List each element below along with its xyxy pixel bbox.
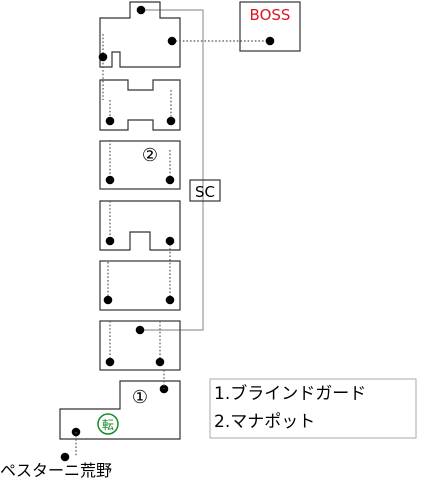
node	[165, 175, 175, 185]
legend-item-1: 1.ブラインドガード	[214, 383, 366, 404]
shortcut-label: SC	[195, 183, 215, 201]
legend-item-2: 2.マナポット	[214, 412, 315, 432]
node	[103, 295, 113, 305]
node	[105, 175, 115, 185]
legend	[209, 378, 417, 439]
node	[165, 236, 175, 246]
room-top	[99, 1, 181, 68]
node	[105, 116, 115, 126]
shortcut-box	[189, 179, 221, 202]
node	[155, 357, 165, 367]
boss-label: BOSS	[250, 6, 291, 24]
node	[167, 36, 177, 46]
node	[105, 357, 115, 367]
node	[165, 295, 175, 305]
node	[135, 325, 145, 335]
room-entrance	[59, 380, 181, 440]
room-floor-2	[99, 79, 181, 131]
node	[265, 36, 275, 46]
node	[105, 236, 115, 246]
warp-icon	[97, 413, 119, 435]
room-floor-6	[99, 320, 181, 371]
node	[60, 452, 70, 462]
room-floor-5	[99, 260, 181, 311]
start-location-label: ペスターニ荒野	[0, 461, 112, 480]
node	[136, 5, 146, 15]
node	[166, 116, 176, 126]
room-floor-3	[99, 140, 181, 190]
boss-room	[239, 1, 301, 52]
item-marker-1: ①	[132, 387, 148, 408]
room-floor-4	[99, 200, 181, 251]
node	[98, 52, 108, 62]
warp-label: 転	[102, 418, 114, 432]
shortcut-path	[140, 9, 204, 331]
item-marker-2: ②	[142, 145, 158, 166]
